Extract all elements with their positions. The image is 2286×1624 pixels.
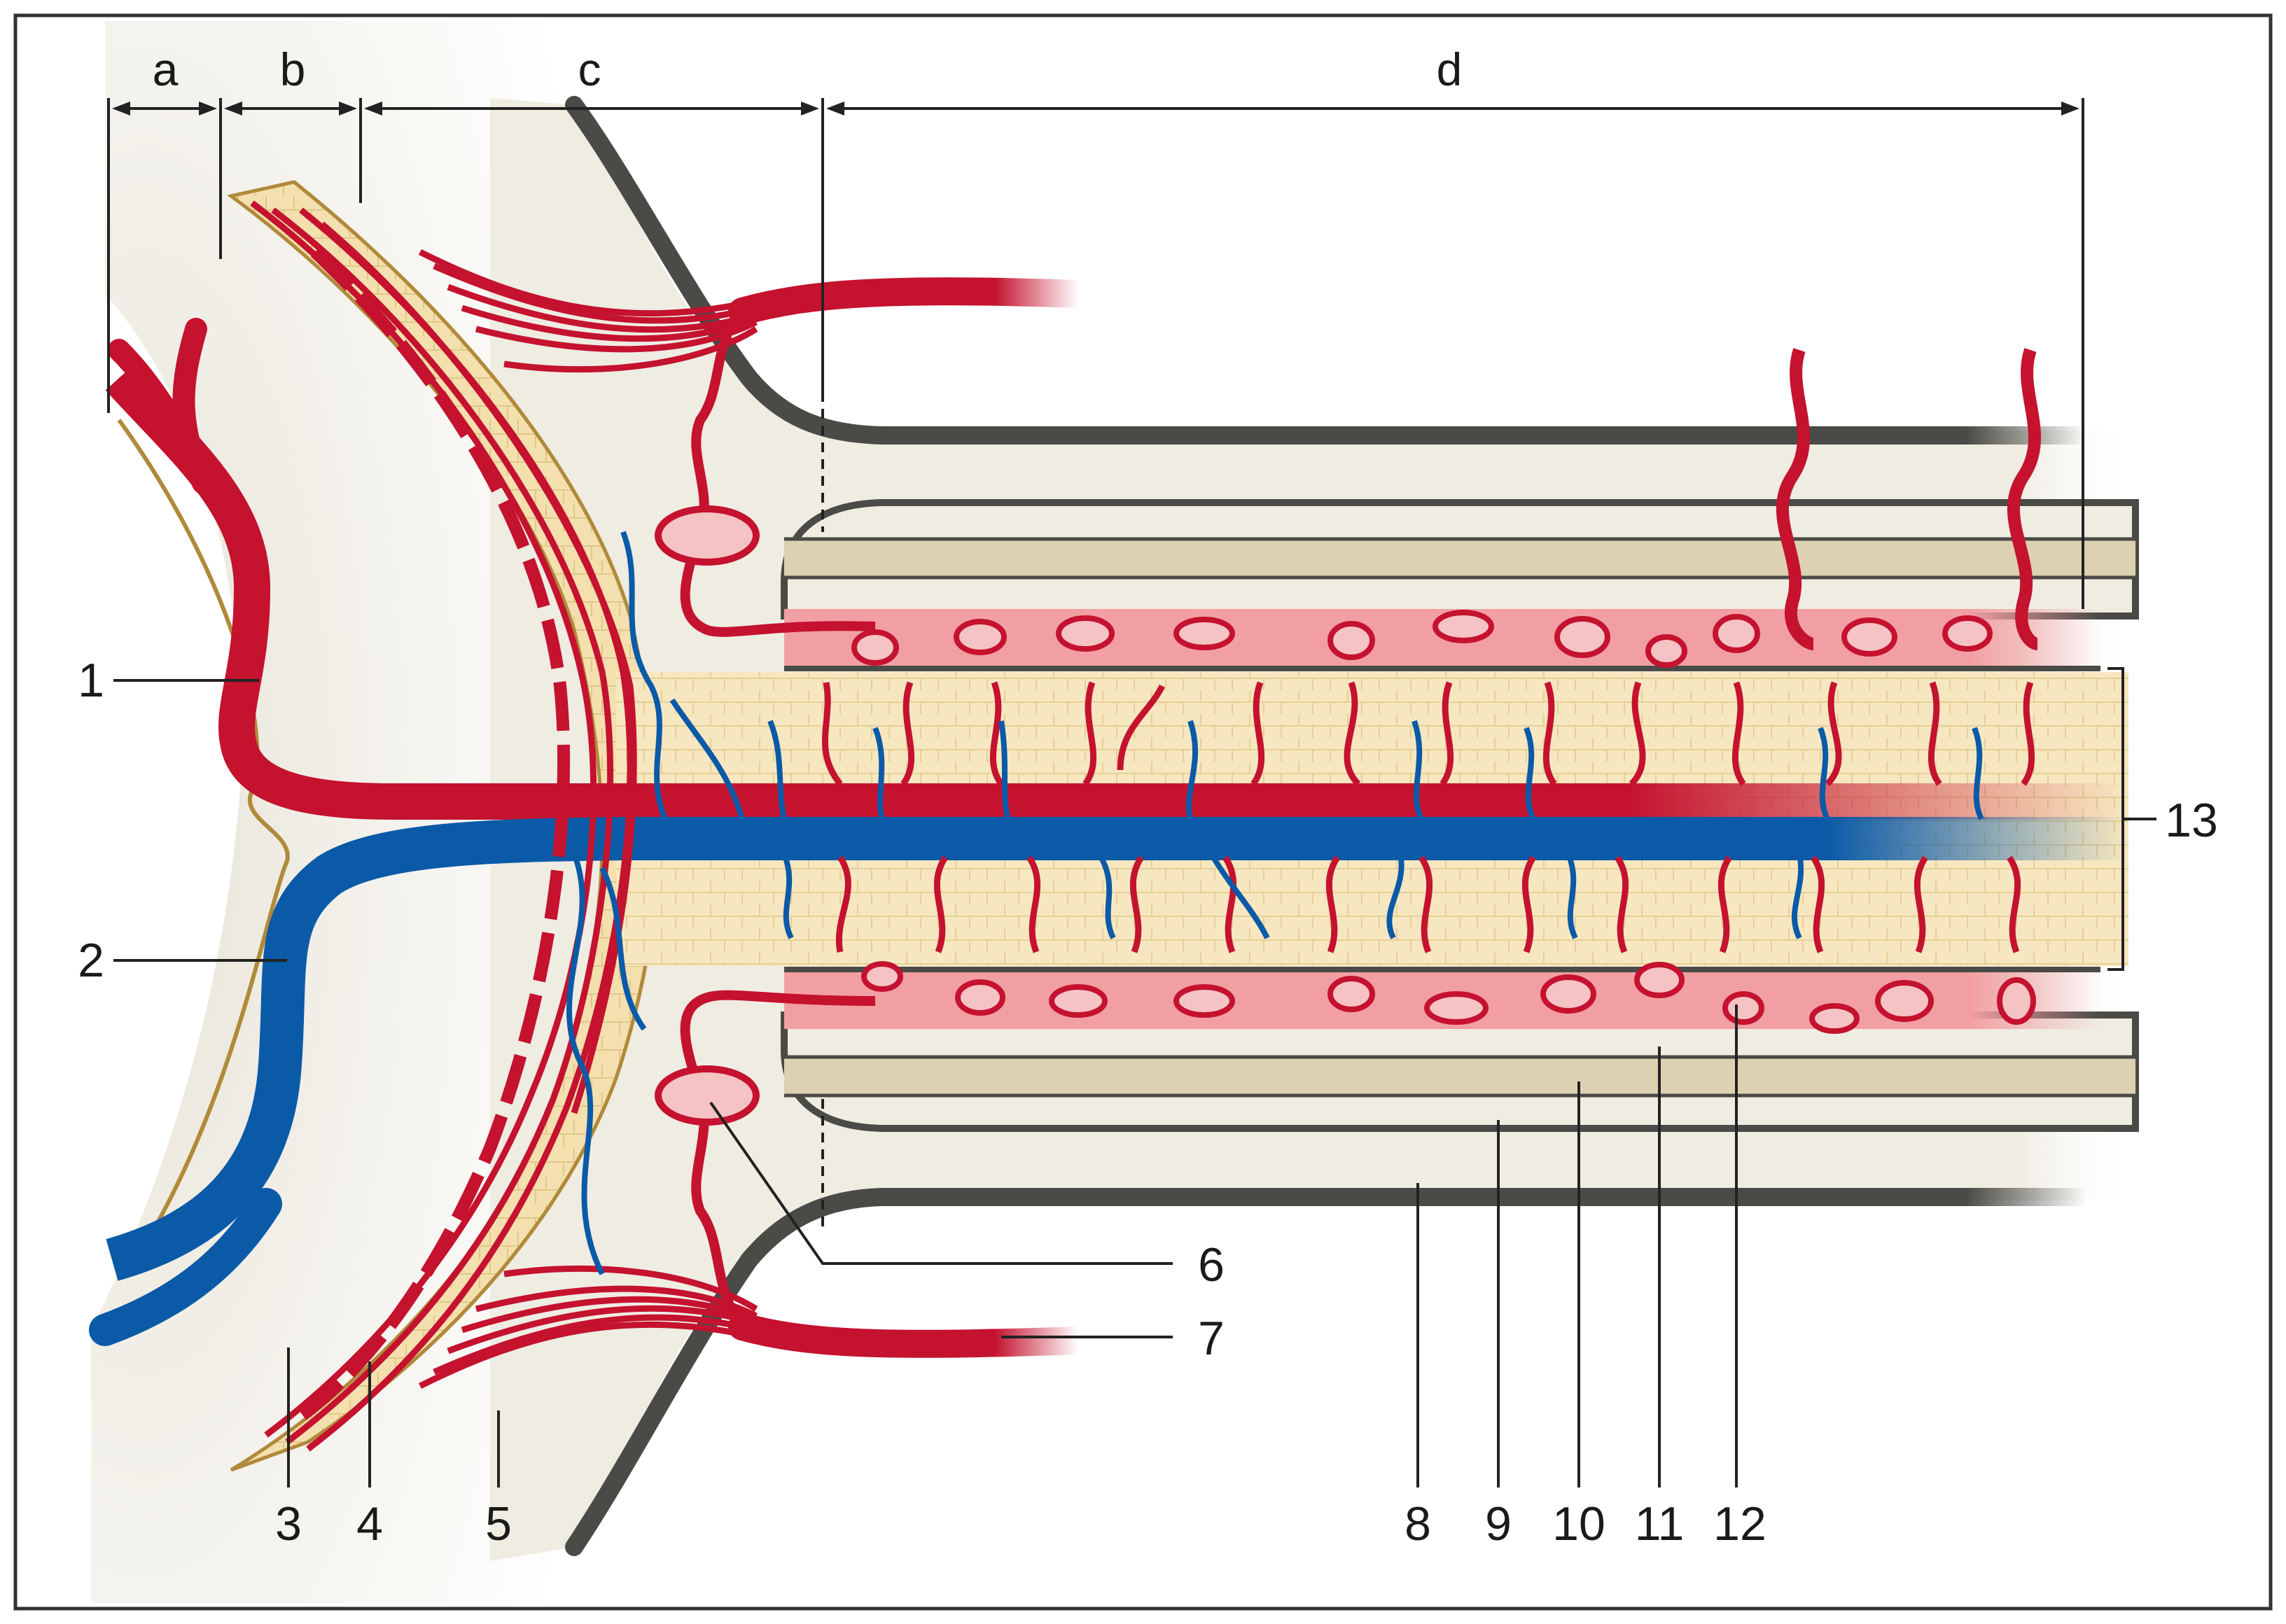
region-label-b: b: [280, 43, 306, 95]
label-13: 13: [2165, 794, 2218, 847]
region-label-c: c: [578, 43, 601, 95]
efferent-vessel-lower: [728, 1312, 1092, 1358]
artery-branch-upper-left: [108, 318, 221, 501]
label-2: 2: [78, 934, 104, 987]
lymphoid-follicle-upper: [655, 505, 760, 566]
label-11: 11: [1635, 1497, 1685, 1550]
label-6: 6: [1198, 1238, 1225, 1292]
label-5: 5: [485, 1497, 512, 1550]
vein-branch-lower-left: [89, 1188, 282, 1346]
label-4: 4: [356, 1497, 383, 1550]
afferent-arteries-upper: [418, 248, 758, 373]
cord-capillaries-red: [821, 681, 2035, 953]
label-9: 9: [1485, 1497, 1512, 1550]
label-10: 10: [1552, 1497, 1605, 1550]
cord-capillaries-blue: [566, 531, 1984, 1275]
efferent-vessel-upper: [728, 277, 1092, 326]
cortex-wall-lower: [565, 1188, 2096, 1556]
cortex-wall-upper: [565, 96, 2096, 444]
wavy-artery-d2: [2007, 348, 2041, 650]
label-7: 7: [1198, 1312, 1225, 1365]
dimension-lines: [107, 98, 2084, 609]
lymphoid-follicle-lower: [655, 1065, 760, 1126]
label-1: 1: [78, 654, 104, 707]
outer-boundary-a: [117, 419, 290, 1275]
label-12: 12: [1713, 1497, 1766, 1550]
region-label-a: a: [153, 43, 179, 95]
sinus-cells: [851, 610, 2036, 1034]
label-8: 8: [1405, 1497, 1431, 1550]
leader-lines: [113, 667, 2156, 1488]
wavy-artery-d1: [1776, 348, 1815, 650]
vein-trunk: [106, 817, 2128, 1281]
dimension-arrowheads: [112, 102, 2079, 115]
region-label-d: d: [1437, 43, 1463, 95]
label-3: 3: [275, 1497, 302, 1550]
capsular-artery-dashed: [290, 247, 571, 1427]
capsule-vessels: [250, 200, 637, 1452]
